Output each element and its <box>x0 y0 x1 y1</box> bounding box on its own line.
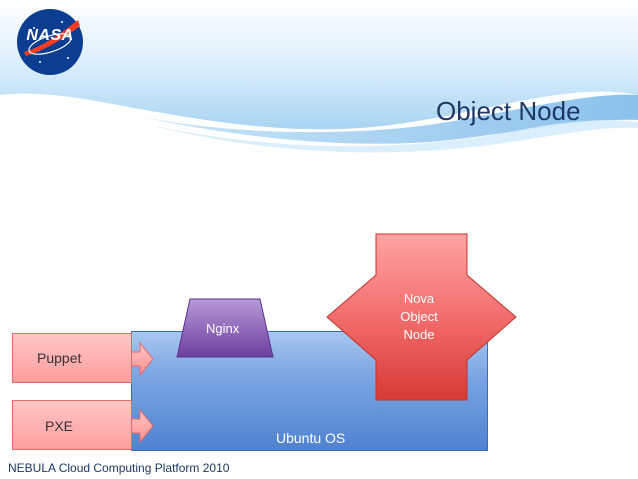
puppet-box <box>12 333 132 383</box>
pxe-label: PXE <box>45 418 74 434</box>
nova-object-node-label: Nova Object Node <box>394 290 444 344</box>
footer-text: NEBULA Cloud Computing Platform 2010 <box>8 461 230 475</box>
puppet-arrow <box>130 341 154 377</box>
nova-label-line-1: Nova <box>403 291 435 306</box>
slide-title: Object Node <box>436 96 581 126</box>
nova-label-line-2: Object <box>400 309 438 324</box>
nasa-logo-icon <box>17 9 83 75</box>
nova-label-line-3: Node <box>403 327 435 342</box>
logo-text: NASA <box>26 27 74 44</box>
puppet-label: Puppet <box>37 350 82 366</box>
nginx-shape <box>176 298 274 358</box>
ubuntu-os-label: Ubuntu OS <box>276 430 346 446</box>
pxe-box <box>12 400 132 450</box>
pxe-arrow <box>130 408 154 444</box>
nova-object-node-shape <box>326 233 517 401</box>
nginx-label: Nginx <box>206 321 240 336</box>
